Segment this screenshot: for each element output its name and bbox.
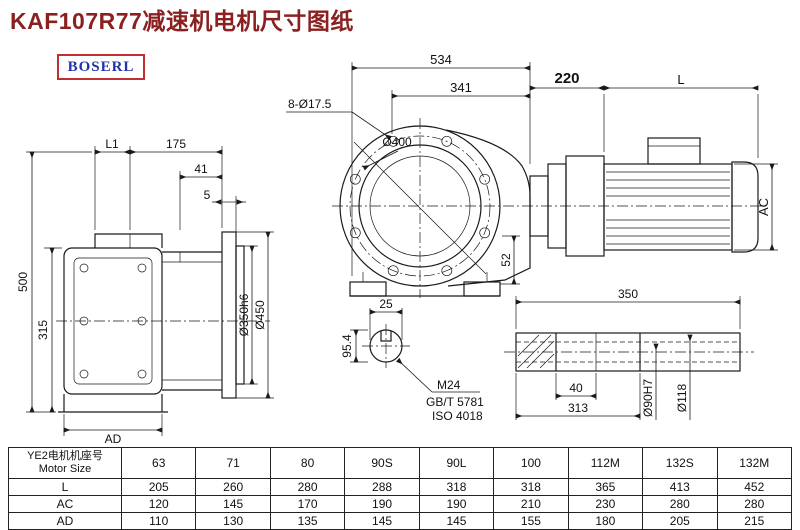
cell: 145: [344, 512, 420, 530]
dim-313-label: 313: [568, 401, 588, 415]
cell: 280: [716, 495, 792, 513]
cell: 260: [195, 478, 271, 496]
cell: 155: [493, 512, 569, 530]
table-header-motor-size: YE2电机机座号 Motor Size: [8, 447, 122, 479]
cell: 110: [120, 512, 197, 530]
row-label: AC: [8, 495, 122, 513]
cell: 130: [195, 512, 271, 530]
logo-text: BOSERL: [67, 58, 135, 75]
cell: 135: [269, 512, 346, 530]
table-row-AD: AD 110 130 135 145 145 155 180 205 215: [8, 512, 792, 530]
boserl-logo: BOSERL: [57, 54, 145, 80]
cell: 230: [567, 495, 644, 513]
dim-ac-label: AC: [756, 198, 771, 216]
dim-ad-label: AD: [105, 432, 122, 446]
dim-52-label: 52: [499, 253, 513, 267]
cell: 210: [493, 495, 569, 513]
page-title: KAF107R77减速机电机尺寸图纸: [10, 8, 354, 34]
col-header: 132S: [642, 447, 718, 479]
dim-95-4-label: 95.4: [340, 334, 354, 358]
note-m24-label: M24: [437, 378, 461, 392]
col-header: 63: [120, 447, 197, 479]
col-header: 112M: [567, 447, 644, 479]
cell: 280: [269, 478, 346, 496]
cell: 190: [418, 495, 495, 513]
dim-l1-label: L1: [105, 137, 119, 151]
table-header-en: Motor Size: [38, 463, 92, 475]
dim-220-label: 220: [554, 70, 579, 87]
note-gbt-label: GB/T 5781: [426, 395, 484, 409]
dim-500-label: 500: [16, 272, 30, 292]
cell: 145: [418, 512, 495, 530]
cell: 120: [120, 495, 197, 513]
cell: 190: [344, 495, 420, 513]
dim-534-label: 534: [430, 52, 452, 67]
motor-view: 220 L AC: [529, 70, 778, 257]
dim-350-label: 350: [618, 287, 638, 301]
dim-90h7-label: Ø90H7: [641, 379, 655, 417]
dim-450-label: Ø450: [253, 300, 267, 330]
cell: 288: [344, 478, 420, 496]
dim-315-label: 315: [36, 320, 50, 340]
technical-drawing: L1 175 41 5 500 315 AD Ø350h6 Ø450: [16, 52, 778, 446]
col-header: 90S: [344, 447, 420, 479]
col-header: 132M: [716, 447, 792, 479]
cell: 170: [269, 495, 346, 513]
table-row-L: L 205 260 280 288 318 318 365 413 452: [8, 478, 792, 496]
dim-341-label: 341: [450, 80, 472, 95]
dim-350h6-label: Ø350h6: [237, 293, 251, 336]
dim-175-label: 175: [166, 137, 186, 151]
col-header: 80: [269, 447, 346, 479]
cell: 215: [716, 512, 792, 530]
hollow-shaft-view: 350 40 313 Ø90H7 Ø118: [504, 287, 754, 420]
cell: 280: [642, 495, 718, 513]
dim-118-label: Ø118: [675, 383, 689, 412]
dim-400-label: Ø400: [382, 135, 412, 149]
cell: 365: [567, 478, 644, 496]
dim-40-label: 40: [569, 381, 583, 395]
cell: 318: [493, 478, 569, 496]
cell: 205: [120, 478, 197, 496]
cell: 318: [418, 478, 495, 496]
row-label: AD: [8, 512, 122, 530]
cell: 413: [642, 478, 718, 496]
note-iso-label: ISO 4018: [432, 409, 483, 423]
col-header: 100: [493, 447, 569, 479]
cell: 205: [642, 512, 718, 530]
front-view: 534 341 8-Ø17.5 Ø400 52: [286, 52, 766, 298]
cell: 145: [195, 495, 271, 513]
left-view: L1 175 41 5 500 315 AD Ø350h6 Ø450: [16, 137, 274, 446]
dim-25-label: 25: [379, 297, 393, 311]
dim-41-label: 41: [194, 162, 208, 176]
dim-holes-label: 8-Ø17.5: [288, 97, 332, 111]
cell: 452: [716, 478, 792, 496]
dim-l-label: L: [677, 72, 684, 87]
col-header: 90L: [418, 447, 495, 479]
table-row-AC: AC 120 145 170 190 190 210 230 280 280: [8, 495, 792, 513]
dim-5-label: 5: [204, 188, 211, 202]
table-header-row: YE2电机机座号 Motor Size 63 71 80 90S 90L 100…: [8, 447, 792, 479]
shaft-section-view: 25 95.4 M24 GB/T 5781 ISO 4018: [340, 297, 484, 423]
motor-size-table: YE2电机机座号 Motor Size 63 71 80 90S 90L 100…: [8, 447, 792, 530]
table-header-cn: YE2电机机座号: [27, 450, 103, 462]
row-label: L: [8, 478, 122, 496]
col-header: 71: [195, 447, 271, 479]
cell: 180: [567, 512, 644, 530]
